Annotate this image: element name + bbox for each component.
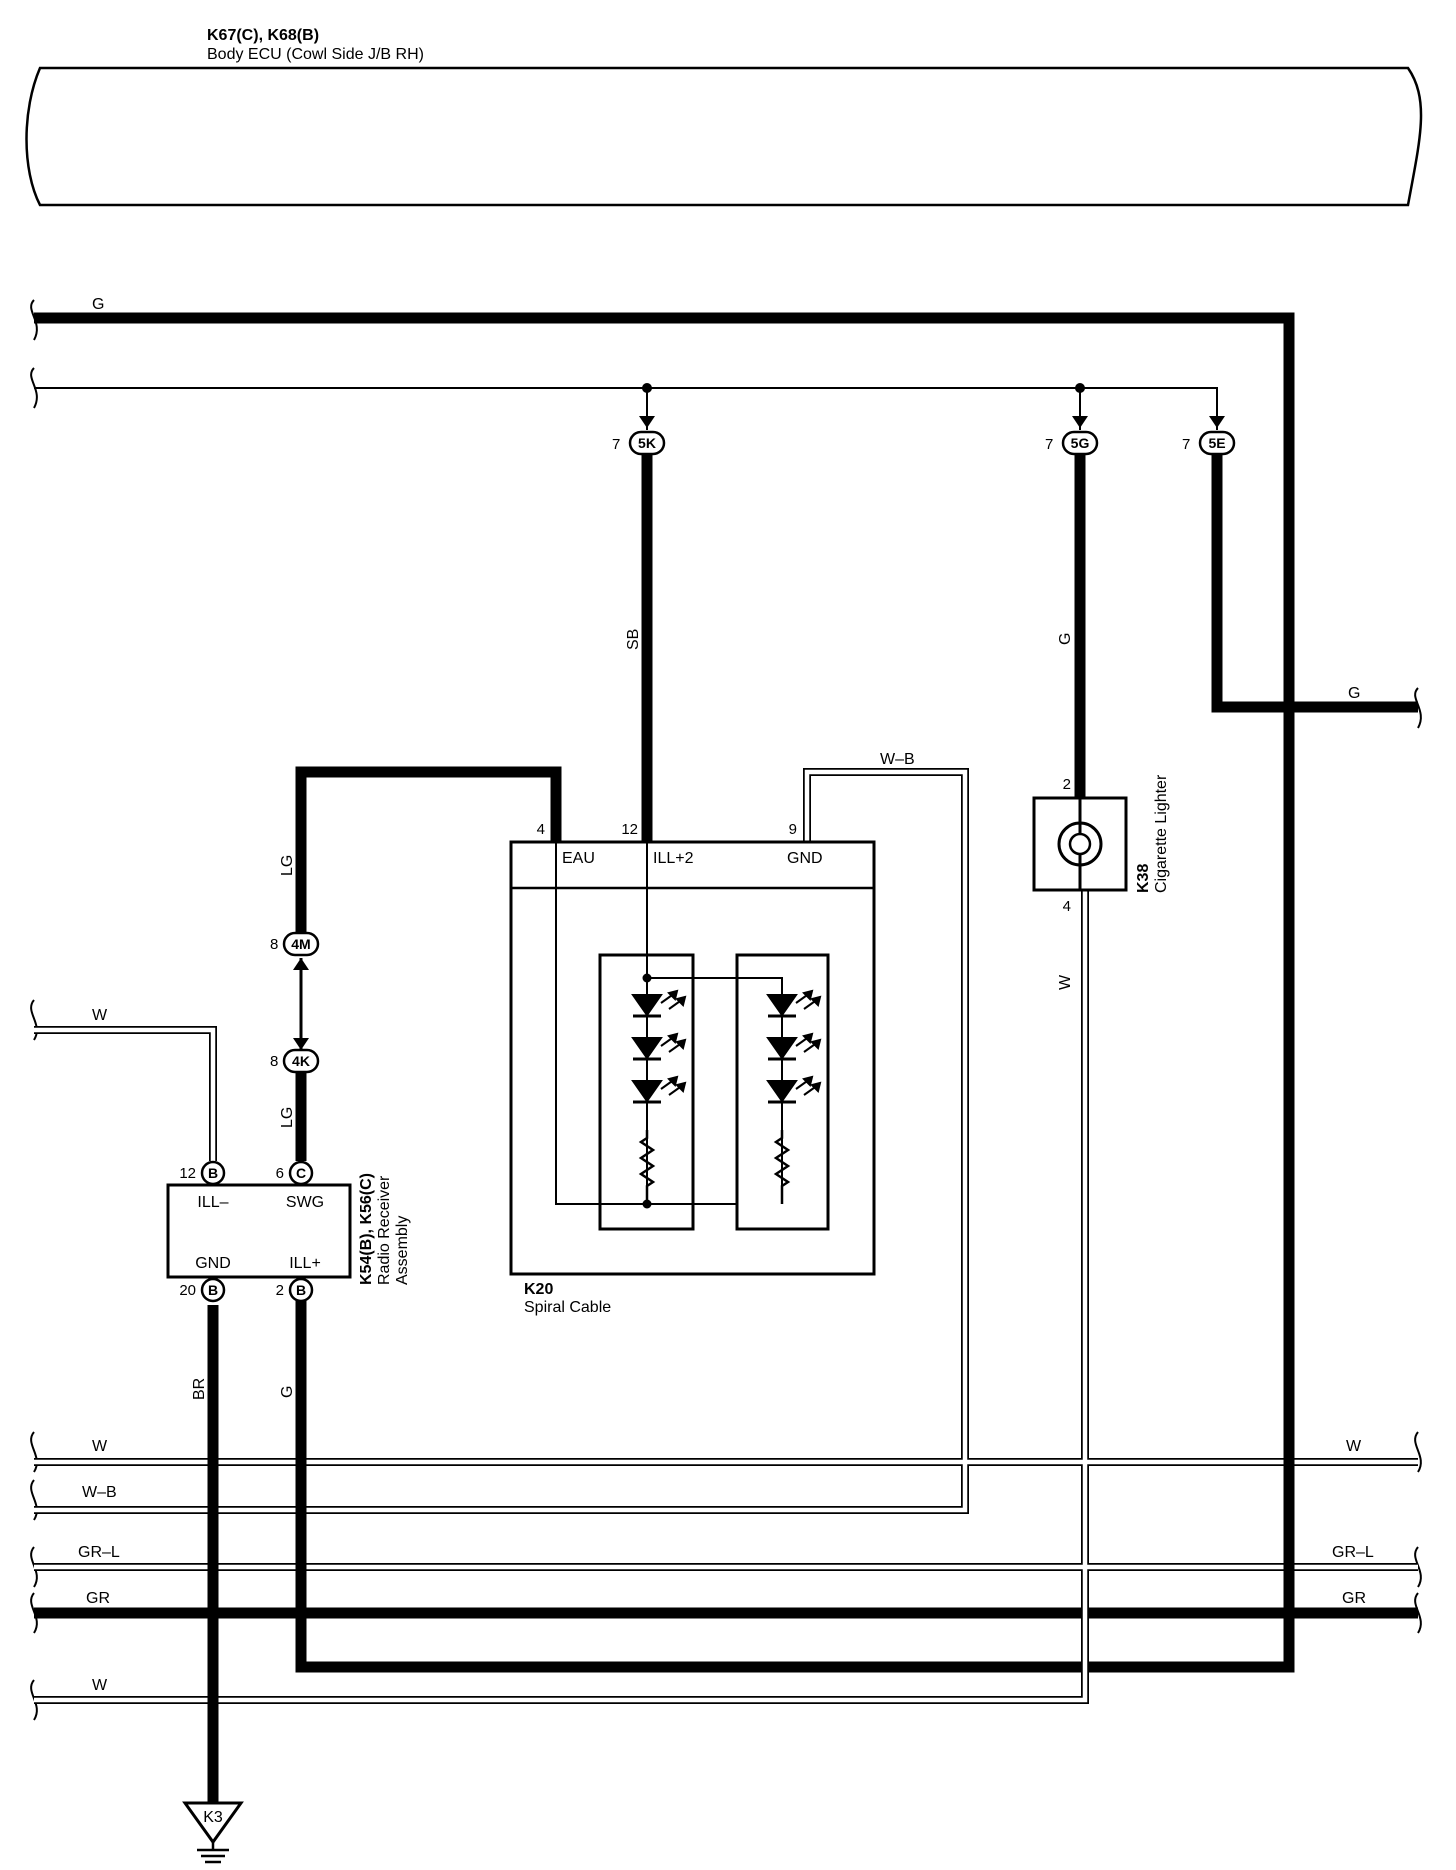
- wire-label-bus-w-bottom: W: [92, 1677, 108, 1694]
- wire-label-bus-grl: GR–L: [78, 1544, 120, 1561]
- svg-text:C: C: [296, 1165, 306, 1181]
- svg-text:2: 2: [276, 1282, 284, 1299]
- wire-label-g-right: G: [1348, 685, 1360, 702]
- wire-label-bus-w: W: [92, 1438, 108, 1455]
- led-icon: [631, 1075, 687, 1104]
- radio-conn-gnd: B 20: [179, 1277, 226, 1303]
- spiral-code: K20: [524, 1281, 553, 1298]
- label-5k: 5K: [638, 435, 656, 451]
- pin-4k: 8: [270, 1053, 278, 1070]
- lighter-name: Cigarette Lighter: [1153, 774, 1170, 893]
- wire-label-lg-lower: LG: [279, 1107, 296, 1128]
- wire-label-br: BR: [191, 1378, 208, 1400]
- wire-label-bus-gr-right: GR: [1342, 1590, 1366, 1607]
- connector-4k: 8 4K: [270, 1048, 320, 1074]
- svg-text:12: 12: [179, 1165, 196, 1182]
- led-icon: [766, 1032, 822, 1061]
- led-icon: [631, 989, 687, 1018]
- thick-wires: [34, 312, 1418, 1803]
- radio-term-ill-minus: ILL–: [197, 1194, 228, 1211]
- double-wires-inner: [34, 769, 1418, 1703]
- junction-dots: [642, 383, 1085, 393]
- wire-label-w-radio: W: [92, 1007, 108, 1024]
- pin-5k: 7: [612, 436, 620, 453]
- radio-receiver: B 12 C 6 B 20 B 2 ILL– SWG GND ILL+ K54(…: [166, 1160, 411, 1303]
- svg-text:20: 20: [179, 1282, 196, 1299]
- label-4m: 4M: [291, 936, 310, 952]
- ground-label: K3: [203, 1809, 223, 1826]
- label-5e: 5E: [1208, 435, 1225, 451]
- lighter-code: K38: [1135, 864, 1152, 893]
- spiral-name: Spiral Cable: [524, 1299, 611, 1316]
- svg-text:B: B: [208, 1165, 218, 1181]
- wire-labels: G G W–B W W W W–B GR–L GR–L GR GR W SB G…: [78, 296, 1374, 1694]
- connector-5k: 7 5K: [612, 430, 666, 456]
- radio-term-ill-plus: ILL+: [289, 1255, 321, 1272]
- spiral-term-eau: EAU: [562, 850, 595, 867]
- pin-5e: 7: [1182, 436, 1190, 453]
- wire-label-g-radio: G: [279, 1386, 296, 1398]
- ecu-title: K67(C), K68(B): [207, 27, 319, 44]
- body-ecu: K67(C), K68(B) Body ECU (Cowl Side J/B R…: [25, 27, 1423, 207]
- ground-k3: K3: [182, 1801, 244, 1864]
- radio-name1: Radio Receiver: [376, 1175, 393, 1285]
- cigarette-lighter: 2 4 K38 Cigarette Lighter: [1032, 774, 1170, 915]
- led-icon: [631, 1032, 687, 1061]
- ecu-name: Body ECU (Cowl Side J/B RH): [207, 46, 424, 63]
- wire-label-g-top: G: [92, 296, 104, 313]
- radio-term-gnd: GND: [195, 1255, 231, 1272]
- wire-label-sb: SB: [625, 629, 642, 650]
- pin-5g: 7: [1045, 436, 1053, 453]
- led-icon: [766, 989, 822, 1018]
- wire-label-g-lighter: G: [1057, 633, 1074, 645]
- spiral-pin-ill: 12: [621, 821, 638, 838]
- wire-label-lg-upper: LG: [279, 855, 296, 876]
- spiral-term-gnd: GND: [787, 850, 823, 867]
- wire-label-bus-w-right: W: [1346, 1438, 1362, 1455]
- label-5g: 5G: [1071, 435, 1090, 451]
- radio-conn-ill-plus: B 2: [276, 1277, 314, 1303]
- connector-4m: 8 4M: [270, 931, 320, 957]
- svg-text:6: 6: [276, 1165, 284, 1182]
- wire-g-right: [1211, 455, 1418, 713]
- radio-conn-ill-minus: B 12: [179, 1160, 226, 1186]
- led-strings: [631, 989, 822, 1130]
- wire-label-bus-grl-right: GR–L: [1332, 1544, 1374, 1561]
- connector-5g: 7 5G: [1045, 430, 1099, 456]
- radio-code: K54(B), K56(C): [358, 1173, 375, 1285]
- wire-label-bus-wb: W–B: [82, 1484, 117, 1501]
- wire-label-w-lighter: W: [1057, 974, 1074, 990]
- radio-name2: Assembly: [394, 1216, 411, 1285]
- wire-label-bus-gr: GR: [86, 1590, 110, 1607]
- pin-4m: 8: [270, 936, 278, 953]
- svg-text:B: B: [208, 1282, 218, 1298]
- spiral-pin-eau: 4: [537, 821, 545, 838]
- spiral-term-ill: ILL+2: [653, 850, 694, 867]
- wire-label-wb-spiral: W–B: [880, 751, 915, 768]
- label-4k: 4K: [292, 1053, 310, 1069]
- spiral-pin-gnd: 9: [789, 821, 797, 838]
- resistors: [638, 1130, 791, 1204]
- svg-text:B: B: [296, 1282, 306, 1298]
- led-icon: [766, 1075, 822, 1104]
- lighter-pin-top: 2: [1063, 776, 1071, 793]
- radio-term-swg: SWG: [286, 1194, 324, 1211]
- wire-top-thin: [34, 387, 1218, 430]
- radio-conn-swg: C 6: [276, 1160, 314, 1186]
- connector-5e: 7 5E: [1182, 430, 1236, 456]
- lighter-pin-bottom: 4: [1063, 898, 1071, 915]
- wire-lg-upper: [295, 766, 562, 932]
- thin-wires: [34, 387, 1218, 430]
- spiral-cable: 4 12 9 EAU ILL+2 GND K20 Spiral Cable: [509, 821, 876, 1316]
